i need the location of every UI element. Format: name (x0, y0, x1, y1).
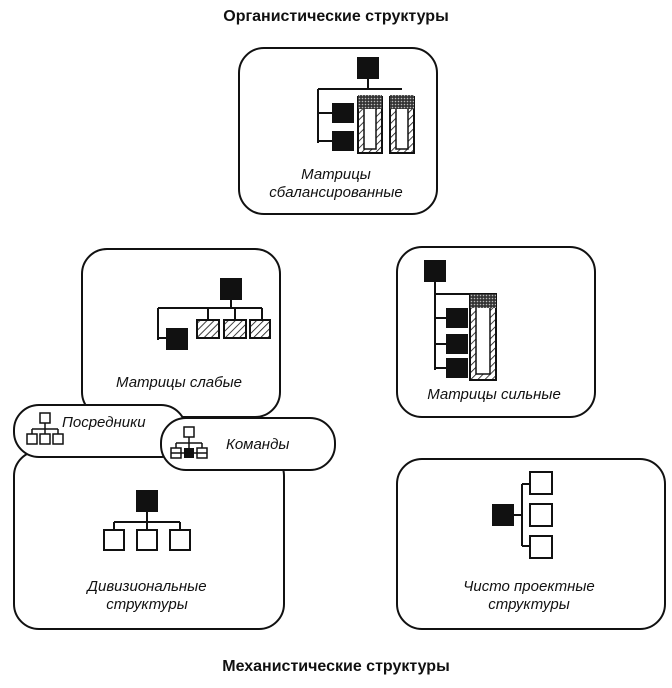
teams-label: Команды (226, 436, 290, 453)
divisional-icon (103, 490, 191, 551)
weak-matrix-icon (157, 278, 271, 350)
brokers-icon (26, 412, 64, 445)
weak-matrix-label: Матрицы слабые (116, 374, 242, 391)
mechanistic-structures-title: Механистические структуры (222, 658, 450, 675)
organic-structures-title: Органистические структуры (223, 8, 449, 25)
divisional-label: Дивизиональные структуры (87, 578, 207, 613)
strong-matrix-label: Матрицы сильные (427, 386, 561, 403)
project-label: Чисто проектные структуры (463, 578, 595, 613)
brokers-label: Посредники (62, 414, 146, 431)
project-icon (492, 471, 553, 559)
teams-icon (170, 426, 208, 459)
balanced-matrix-label: Матрицы сбалансированные (269, 166, 403, 201)
balanced-matrix-icon (317, 57, 415, 154)
strong-matrix-icon (424, 260, 497, 381)
